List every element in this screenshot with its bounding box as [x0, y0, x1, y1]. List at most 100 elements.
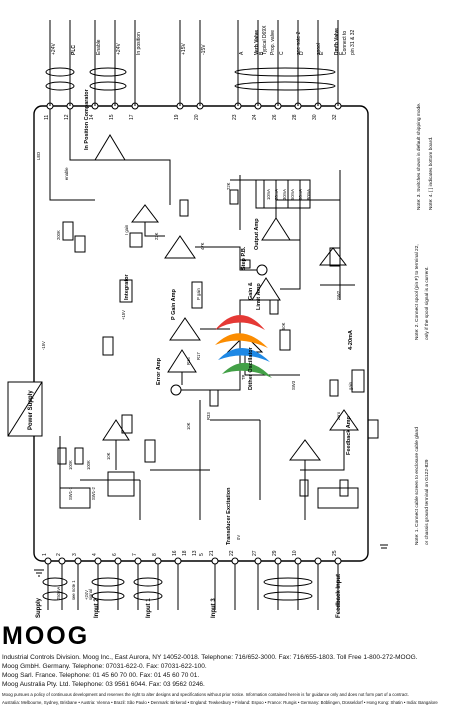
top-pin-label: +24V: [51, 43, 57, 55]
top-pin-label: +24V: [116, 43, 122, 55]
component-label: 80mA: [306, 189, 311, 200]
group-input2: Input 2: [94, 598, 100, 618]
top-right-label: Prop. valve: [270, 30, 276, 55]
top-pin-label: C: [279, 51, 285, 55]
footer-disclaimer: Moog pursues a policy of continuous deve…: [2, 692, 409, 697]
component-label: 22K: [154, 232, 159, 240]
component-label: I gain: [124, 224, 129, 235]
bottom-pin-number: 13: [192, 550, 198, 556]
bottom-pin-number: 1: [42, 553, 48, 556]
component-label: LED: [36, 152, 41, 160]
block-output-amp: Output Amp: [254, 218, 260, 250]
top-pin-number: 20: [194, 114, 200, 120]
top-pin-number: 17: [129, 114, 135, 120]
component-label: signal: [88, 589, 93, 600]
top-pin-number: 28: [292, 114, 298, 120]
component-label: 50mA: [290, 189, 295, 200]
bottom-terminal-circles: [44, 557, 342, 565]
block-feedback-amp: Feedback Amp: [346, 415, 352, 455]
component-label: 47K: [200, 242, 205, 250]
top-pin-number: 11: [44, 115, 50, 120]
watermark-logo: [215, 315, 272, 378]
top-pin-label: D: [299, 51, 305, 55]
block-p-gain-amp: P Gain Amp: [171, 288, 177, 320]
top-pin-label: A: [239, 51, 245, 55]
component-label: P gain: [196, 288, 201, 300]
top-pin-number: 12: [64, 114, 70, 120]
top-pin-number: 24: [252, 114, 258, 120]
block-error-amp: Error Amp: [156, 357, 162, 385]
bottom-pin-number: 16: [172, 550, 178, 556]
component-label: +15V: [121, 310, 126, 320]
bottom-pin-number: 29: [272, 550, 278, 556]
component-label: zero: [336, 411, 341, 420]
component-label: +24V: [84, 590, 89, 600]
component-label: 100K: [68, 460, 73, 470]
top-right-label: Connect to: [342, 31, 348, 55]
note-text: or chassis ground terminal on G122-829: [424, 459, 430, 545]
note-text: Note: 2. Connect spool (pin F) to termin…: [414, 244, 420, 340]
component-label: R17: [196, 352, 201, 360]
bottom-pin-number: 4: [92, 553, 98, 556]
component-label: 20mA: [274, 189, 279, 200]
component-label: 60mA: [298, 189, 303, 200]
block-transducer-excitation: Transducer Excitation: [226, 487, 232, 545]
top-right-label: spool: [316, 43, 322, 55]
block-in-position-comparator: In Position Comparator: [84, 88, 90, 150]
footer-locations: Australia: Melbourne, Sydney, Brisbane •…: [2, 700, 438, 705]
component-label: SW3: [291, 380, 296, 390]
bottom-pin-number: 8: [152, 553, 158, 556]
top-pin-number: 30: [312, 114, 318, 120]
bottom-pin-number: 18: [182, 550, 188, 556]
top-pin-label: -15V: [201, 44, 207, 55]
top-pin-label: F: [339, 52, 345, 55]
top-pin-number: 14: [89, 114, 95, 120]
component-label: R16: [186, 357, 191, 365]
top-right-label: Verb Valve: [254, 30, 260, 55]
block-4-20ma: 4-20mA: [348, 330, 354, 350]
note-text: Note: 4. [ ] indicates bottom board.: [428, 137, 434, 210]
block-gain-amp: Gain &: [248, 282, 254, 300]
component-label: SW1-2: [91, 487, 96, 500]
component-label: gain: [348, 381, 353, 390]
top-pin-label: B: [259, 51, 265, 55]
footer-line-4: Moog Australia Pty. Ltd. Telephone: 03 9…: [2, 681, 205, 688]
top-pin-label: +15V: [181, 43, 187, 55]
component-label: R33: [206, 412, 211, 420]
bottom-pin-number: 25: [332, 550, 338, 556]
top-pin-number: 23: [232, 114, 238, 120]
bottom-pin-number: 21: [209, 550, 215, 556]
top-pin-number: 32: [332, 114, 338, 120]
block-limit-amp: Limit Amp: [256, 283, 262, 310]
bottom-pin-number: 22: [229, 550, 235, 556]
top-pin-label: PLC: [71, 45, 77, 55]
bottom-pin-number: 2: [56, 553, 62, 556]
footer-line-1: Industrial Controls Division. Moog Inc.,…: [2, 654, 418, 661]
top-pin-number: 19: [174, 114, 180, 120]
component-label: SW2: [336, 290, 341, 300]
group-feedback-input: Feedback Input: [336, 574, 342, 618]
top-pin-label: In position: [136, 32, 142, 55]
top-pin-number: 26: [272, 114, 278, 120]
component-label: 0V: [236, 535, 241, 540]
component-label: 10K: [186, 422, 191, 430]
bottom-pin-number: 3: [72, 553, 78, 556]
component-label: 30mA: [282, 189, 287, 200]
moog-logo: MOOG: [2, 622, 90, 650]
block-step-pb: Step P.B.: [241, 246, 247, 270]
component-label: SW1-1: [68, 487, 73, 500]
note-text: only if the spool signal is a current.: [424, 266, 430, 340]
bottom-pin-number: 10: [292, 550, 298, 556]
block-dither-oscillator: Dither Oscillator: [248, 346, 254, 390]
top-pin-label: E: [319, 51, 325, 55]
top-right-label: see note 2: [296, 31, 302, 55]
component-label: -15V: [41, 341, 46, 350]
top-pin-label: Enable: [96, 39, 102, 55]
note-text: Note: 1. Connect cable screen to enclosu…: [414, 427, 420, 545]
group-supply: Supply: [36, 597, 42, 618]
component-label: 50K: [281, 322, 286, 330]
block-integrator: Integrator: [124, 273, 130, 300]
top-right-label: pin 31 & 32: [350, 29, 356, 55]
